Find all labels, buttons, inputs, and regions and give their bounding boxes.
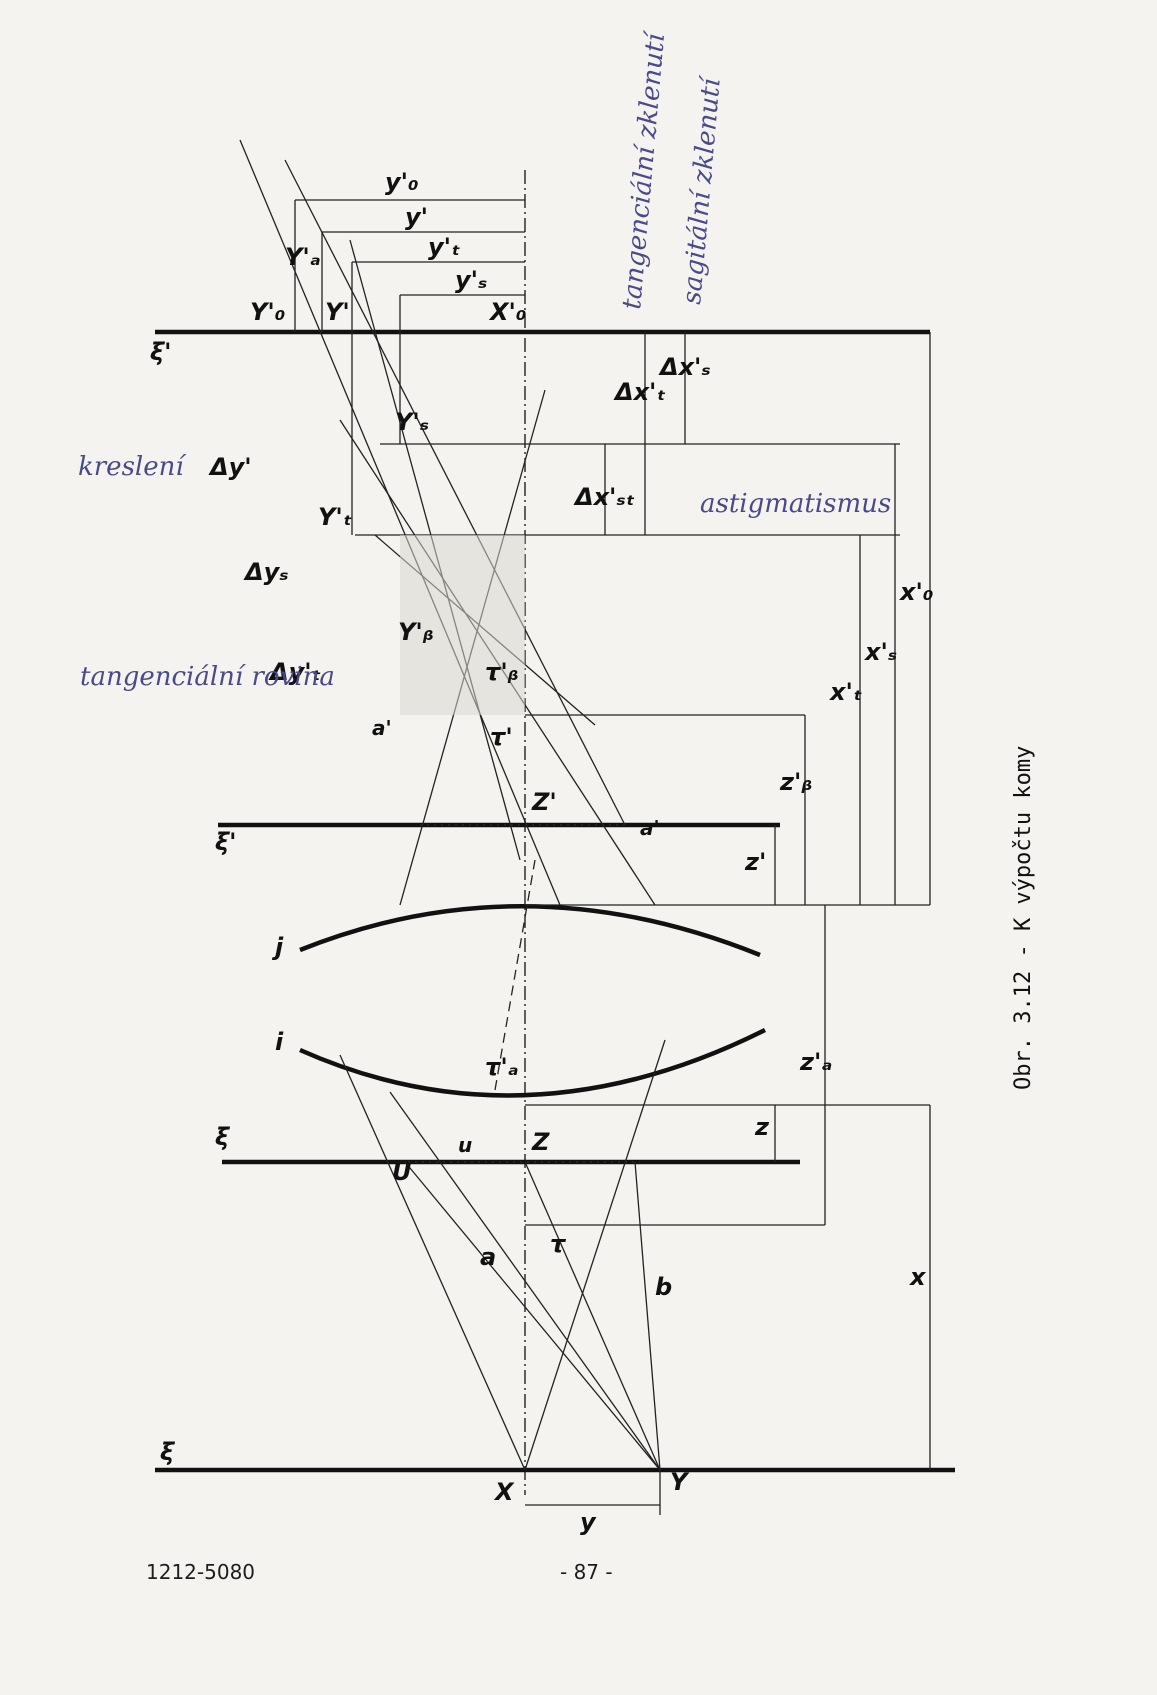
label-Y: Y bbox=[670, 1468, 690, 1496]
label-tau: τ bbox=[550, 1230, 567, 1258]
label-taup: τ' bbox=[490, 723, 513, 751]
label-U: U bbox=[392, 1158, 412, 1186]
label-dxstp: Δx'ₛₜ bbox=[573, 483, 635, 511]
label-zp: z' bbox=[744, 848, 766, 876]
ray-b bbox=[634, 1161, 661, 1471]
label-u: u bbox=[458, 1133, 472, 1157]
annotation-kresleni: kreslení bbox=[78, 452, 187, 482]
annotation-tangential-bend: tangenciální zklenutí bbox=[617, 28, 671, 310]
page-number: - 87 - bbox=[560, 1560, 613, 1584]
figure-caption: Obr. 3.12 - K výpočtu komy bbox=[1011, 746, 1036, 1090]
label-xi-object: ξ bbox=[160, 1438, 176, 1466]
label-y: y bbox=[580, 1508, 597, 1536]
ray-a bbox=[404, 1161, 661, 1471]
lens-surface-i bbox=[299, 1027, 767, 1098]
label-X: X bbox=[493, 1478, 515, 1506]
label-dys: Δyₛ bbox=[243, 558, 288, 586]
label-xi-exit: ξ' bbox=[215, 828, 237, 856]
label-zbp: z'ᵦ bbox=[779, 768, 812, 796]
label-Ybp: Y'ᵦ bbox=[398, 618, 434, 646]
label-Yap: Y'ₐ bbox=[285, 243, 321, 271]
label-x: x bbox=[909, 1263, 927, 1291]
label-surface-j: j bbox=[271, 933, 284, 961]
label-Zp: Z' bbox=[531, 788, 557, 816]
label-dytp: Δy'ₜ bbox=[268, 658, 321, 686]
ray-u bbox=[389, 1091, 661, 1471]
chief-ray-dashed bbox=[494, 859, 536, 1091]
label-surface-i: i bbox=[275, 1028, 284, 1056]
label-b: b bbox=[655, 1273, 672, 1301]
label-xi-entrance: ξ bbox=[215, 1123, 231, 1151]
label-yp: y' bbox=[405, 203, 428, 231]
label-y0p: y'₀ bbox=[385, 168, 419, 196]
ray-image-4 bbox=[284, 159, 626, 826]
label-dxtp: Δx'ₜ bbox=[613, 378, 666, 406]
label-a: a bbox=[480, 1243, 496, 1271]
lens-surface-j bbox=[299, 904, 761, 958]
label-Ytp: Y'ₜ bbox=[318, 503, 352, 531]
label-Yp: Y' bbox=[325, 298, 350, 326]
label-dxsp: Δx'ₛ bbox=[658, 353, 711, 381]
annotation-astigmatism: astigmatismus bbox=[700, 489, 891, 519]
label-x0p: x'₀ bbox=[899, 578, 934, 606]
annotation-tangential-plane: tangenciální rovina bbox=[80, 662, 335, 692]
label-ysp: y'ₛ bbox=[455, 266, 487, 294]
label-ytp: y'ₜ bbox=[428, 233, 460, 261]
label-dyp: Δy' bbox=[208, 453, 252, 481]
label-Y0p: Y'₀ bbox=[250, 298, 286, 326]
label-Ysp: Y'ₛ bbox=[395, 408, 429, 436]
ray-image-3 bbox=[239, 139, 561, 906]
label-tau-ap: τ'ₐ bbox=[485, 1053, 519, 1081]
ray-x-left bbox=[339, 1054, 526, 1471]
ray-x-right bbox=[524, 1039, 666, 1471]
label-xsp: x'ₛ bbox=[864, 638, 897, 666]
label-tau-bp: τ'ᵦ bbox=[485, 658, 519, 686]
label-ap: a' bbox=[372, 716, 392, 740]
label-app: a' bbox=[640, 816, 660, 840]
label-z: z bbox=[754, 1113, 770, 1141]
footer-code: 1212-5080 bbox=[146, 1560, 256, 1584]
label-Z: Z bbox=[531, 1128, 550, 1156]
annotation-sagittal-bend: sagitální zklenutí bbox=[677, 73, 727, 305]
label-zap: z'ₐ bbox=[799, 1048, 832, 1076]
label-X0p: X'₀ bbox=[488, 298, 527, 326]
label-xtp: x'ₜ bbox=[829, 678, 862, 706]
ray-chief bbox=[524, 1161, 661, 1471]
hatched-region bbox=[400, 535, 525, 715]
label-xi-image: ξ' bbox=[150, 338, 172, 366]
